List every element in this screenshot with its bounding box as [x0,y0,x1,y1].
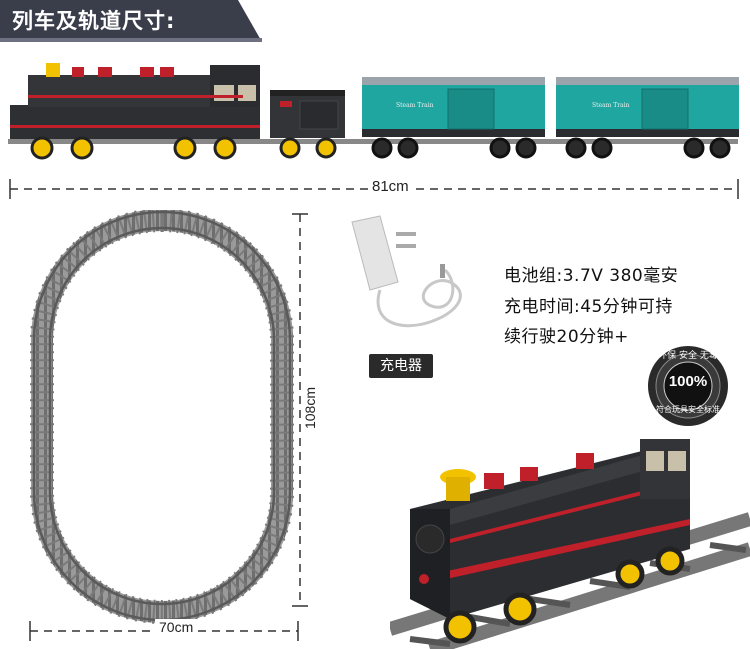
track-height-dimension-line [292,213,308,607]
train-side-view: Steam Train Steam Train [8,63,739,160]
locomotive-side [10,63,260,160]
safety-badge: 环保 安全 无毒 100% 符合玩具安全标准 [646,344,730,428]
charger-icon [351,215,462,328]
header-banner: 列车及轨道尺寸: [0,0,262,42]
safety-badge-top-text: 环保 安全 无毒 [658,351,718,361]
battery-spec-line-1: 电池组:3.7V 380毫安 [504,266,679,286]
boxcar-1-label: Steam Train [396,102,434,109]
tender-car [270,90,345,159]
header-title: 列车及轨道尺寸: [12,9,176,33]
track-inner-rail [48,226,276,606]
boxcar-1: Steam Train [362,77,545,159]
boxcar-2: Steam Train [556,77,739,159]
battery-spec-line-2: 充电时间:45分钟可持 [504,297,673,317]
charger-label: 充电器 [369,354,433,378]
safety-badge-shape [648,346,728,426]
track-sleepers [30,210,294,624]
boxcar-2-label: Steam Train [592,102,630,109]
safety-badge-bottom-text: 符合玩具安全标准 [656,405,720,414]
oval-track-layout [30,210,294,624]
track-height-label: 108cm [302,383,319,433]
rail-base [8,139,738,144]
battery-spec-line-3: 续行驶20分钟+ [504,327,629,347]
locomotive-closeup [390,439,750,649]
track-ties [31,210,293,623]
safety-badge-percent: 100% [668,373,708,390]
train-length-label: 81cm [368,178,413,195]
banner-shape [0,0,262,42]
track-width-label: 70cm [155,619,198,635]
